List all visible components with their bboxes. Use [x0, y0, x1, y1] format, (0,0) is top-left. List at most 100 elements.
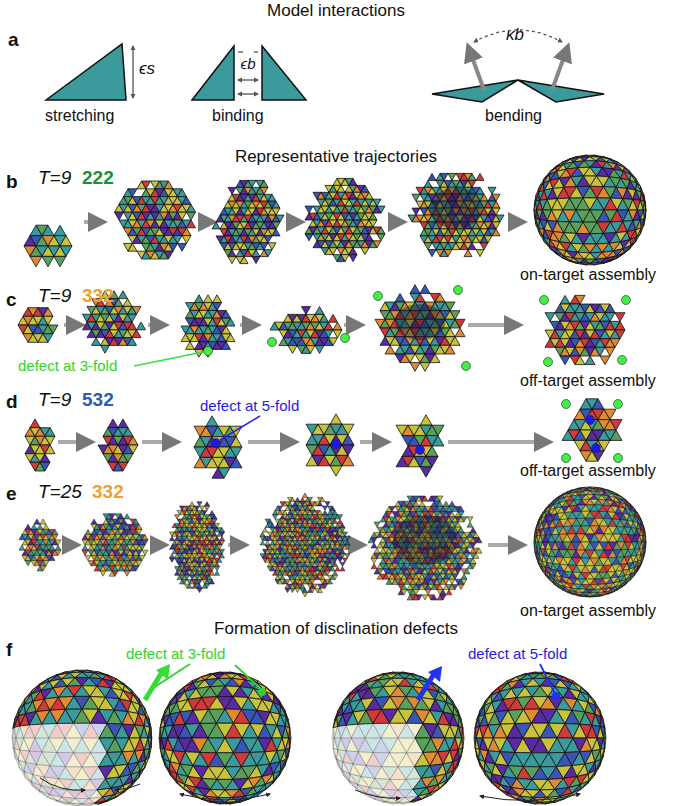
triangulated-shell [408, 173, 504, 256]
mesh-triangle [220, 536, 225, 540]
mesh-triangle [82, 550, 88, 555]
mesh-triangle [329, 314, 338, 322]
mesh-triangle [186, 342, 195, 350]
mesh-triangle [170, 536, 175, 540]
triangulated-shell [98, 419, 138, 471]
triangulated-shell [375, 285, 465, 372]
mesh-triangle [410, 285, 420, 294]
mesh-triangle [412, 208, 420, 215]
triangulated-shell [270, 307, 342, 354]
mesh-triangle [85, 555, 91, 560]
mesh-triangle [34, 519, 40, 524]
mesh-triangle [123, 299, 132, 307]
mesh-triangle [560, 356, 570, 365]
mesh-triangle [182, 236, 191, 244]
mesh-triangle [142, 550, 148, 555]
mesh-triangle [268, 243, 276, 250]
mesh-triangle [91, 519, 97, 524]
triangulated-shell [115, 181, 196, 259]
triangulated-shell [18, 308, 58, 343]
mesh-triangle [545, 313, 555, 322]
mesh-triangle [455, 328, 465, 337]
mesh-triangle [92, 338, 101, 346]
mesh-triangle [315, 346, 324, 354]
mesh-triangle [43, 524, 49, 529]
mesh-triangle [428, 250, 436, 257]
mesh-triangle [228, 187, 236, 194]
triangulated-shell [306, 414, 354, 476]
mesh-triangle [377, 234, 385, 241]
mesh-triangle [100, 571, 106, 576]
mesh-triangle [448, 173, 456, 180]
triangulated-shell [25, 419, 55, 471]
mesh-triangle [175, 515, 180, 519]
triangulated-shell [305, 178, 385, 261]
mesh-triangle [420, 363, 430, 372]
mesh-triangle [302, 307, 311, 315]
model-triangles [46, 44, 604, 102]
mesh-triangle [420, 467, 432, 477]
mesh-triangle [288, 346, 297, 354]
mesh-triangle [349, 255, 357, 262]
mesh-triangle [428, 173, 436, 180]
mesh-triangle [124, 514, 130, 519]
mesh-triangle [25, 524, 31, 529]
mesh-triangle [385, 345, 395, 354]
mesh-triangle [315, 307, 324, 315]
mesh-triangle [119, 291, 128, 299]
mesh-triangle [585, 356, 595, 365]
mesh-triangle [31, 524, 37, 529]
mesh-triangle [30, 419, 40, 428]
mesh-triangle [476, 250, 484, 257]
mesh-triangle [206, 416, 218, 426]
mesh-triangle [420, 285, 430, 294]
mesh-triangle [420, 415, 432, 425]
mesh-triangle [488, 187, 496, 194]
mesh-triangle [330, 466, 342, 476]
triangulated-shell [562, 399, 622, 461]
mesh-triangle [480, 243, 488, 250]
mesh-triangle [55, 545, 61, 550]
mesh-triangle [412, 194, 420, 201]
mesh-triangle [424, 243, 432, 250]
mesh-triangle [205, 506, 210, 510]
mesh-triangle [25, 561, 31, 566]
mesh-triangle [124, 571, 130, 576]
mesh-triangle [197, 502, 202, 506]
shell-opening [395, 304, 446, 340]
mesh-triangle [424, 180, 432, 187]
mesh-triangle [305, 234, 313, 241]
mesh-triangle [195, 295, 204, 303]
mesh-triangle [600, 356, 610, 365]
mesh-triangle [200, 506, 205, 510]
triangulated-shell [212, 180, 284, 263]
mesh-triangle [82, 545, 88, 550]
mesh-triangle [476, 173, 484, 180]
triangulated-shell [534, 155, 646, 265]
mesh-triangle [37, 524, 43, 529]
mesh-triangle [170, 558, 175, 562]
mesh-triangle [30, 256, 42, 266]
triangulated-shell [24, 225, 72, 267]
mesh-triangle [410, 363, 420, 372]
mesh-triangle [187, 212, 196, 220]
mesh-triangle [213, 295, 222, 303]
mesh-triangle [54, 256, 66, 266]
mesh-triangle [137, 322, 146, 330]
mesh-triangle [42, 256, 54, 266]
mesh-triangle [204, 295, 213, 303]
mesh-triangle [210, 510, 215, 514]
mesh-triangle [560, 295, 570, 304]
mesh-triangle [19, 545, 25, 550]
triangulated-shell [545, 295, 625, 364]
mesh-triangle [118, 419, 128, 428]
triangulated-shell [82, 514, 148, 576]
mesh-triangle [190, 502, 195, 506]
triangulated-shell [170, 502, 225, 593]
mesh-triangle [252, 257, 260, 264]
mesh-triangle [115, 212, 124, 220]
mesh-triangle [333, 322, 342, 330]
mesh-triangle [605, 347, 615, 356]
mesh-triangle [54, 225, 66, 235]
mesh-triangle [330, 414, 342, 424]
